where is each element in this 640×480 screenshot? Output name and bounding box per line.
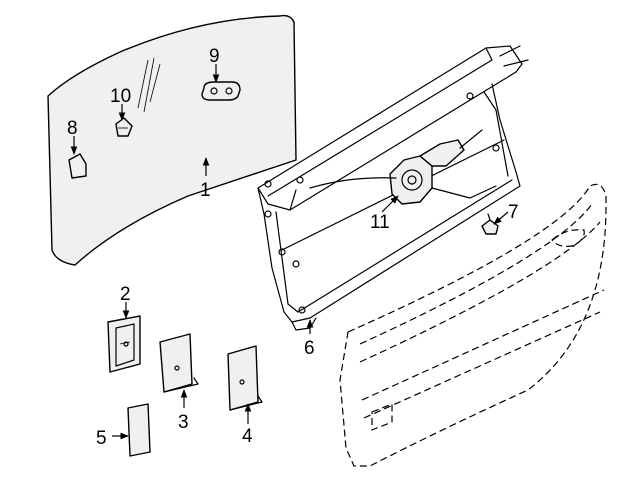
trim-pad-5	[127, 403, 151, 457]
callout-labels: 1 2 3 4 5 6 7 8 9 10 11	[67, 46, 519, 449]
callout-9: 9	[209, 46, 220, 67]
callout-3: 3	[178, 412, 189, 433]
door-shell-outline	[339, 183, 607, 467]
trim-bracket-4	[227, 345, 263, 411]
callout-6: 6	[304, 338, 315, 359]
callout-11: 11	[370, 212, 390, 233]
callout-5: 5	[96, 428, 107, 449]
glass-guide-clip	[68, 153, 87, 179]
callout-2: 2	[120, 284, 131, 305]
trim-bracket-2	[107, 315, 141, 373]
glass-channel-bracket	[201, 81, 241, 101]
callout-1: 1	[200, 180, 211, 201]
callout-4: 4	[242, 426, 253, 447]
regulator-bolt	[481, 213, 499, 235]
callout-8: 8	[67, 118, 78, 139]
window-regulator-frame	[257, 45, 529, 331]
door-glass	[47, 14, 297, 266]
callout-10: 10	[110, 86, 131, 107]
callout-7: 7	[508, 202, 519, 223]
leader-lines	[70, 64, 509, 440]
trim-bracket-3	[159, 333, 199, 393]
window-regulator-motor	[309, 129, 497, 205]
